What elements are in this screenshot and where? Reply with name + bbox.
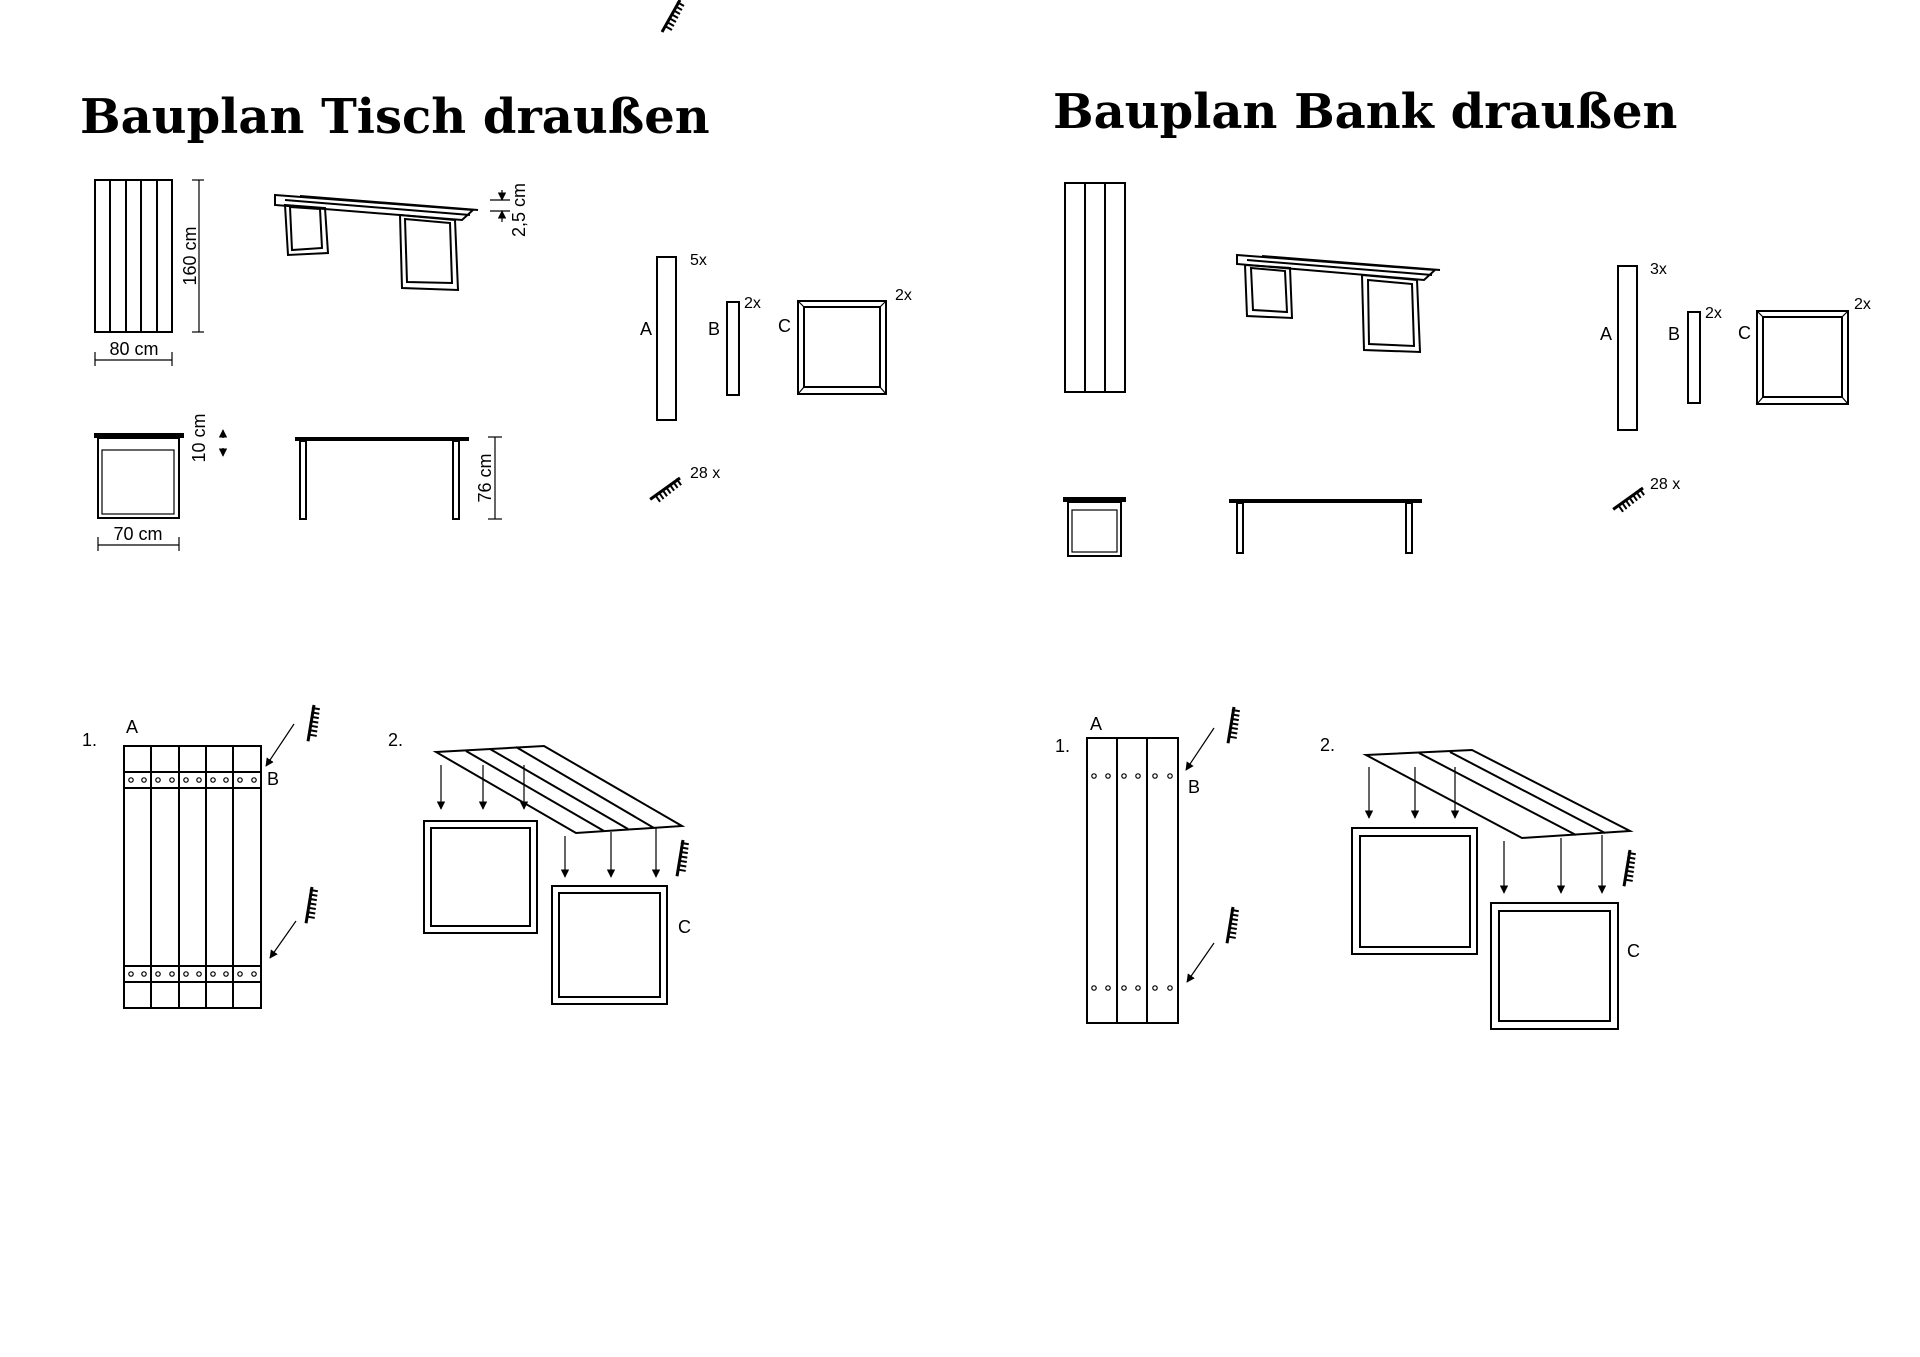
- table-depth-dim: 70 cm: [113, 524, 162, 544]
- bench-part-c-letter: C: [1738, 323, 1751, 343]
- table-parts-list: [656, 256, 887, 421]
- screw-icon: [648, 468, 686, 511]
- table-part-b-qty: 2x: [744, 295, 761, 312]
- bench-part-b-letter: B: [1668, 324, 1680, 344]
- bench-front-view: [1063, 497, 1126, 557]
- table-frame-dim: 10 cm: [189, 413, 209, 462]
- table-step1-part-a: A: [126, 717, 138, 737]
- table-part-b-letter: B: [708, 319, 720, 339]
- bench-step1-part-a: A: [1090, 714, 1102, 734]
- table-height-dim: 76 cm: [475, 453, 495, 502]
- bench-step2-number: 2.: [1320, 735, 1335, 755]
- table-step2-part-c: C: [678, 917, 691, 937]
- table-thickness-dim: 2,5 cm: [509, 183, 529, 237]
- screw-icon: [293, 884, 329, 925]
- bench-step1-number: 1.: [1055, 736, 1070, 756]
- bench-part-b-qty: 2x: [1705, 305, 1722, 322]
- bench-parts-list: [1617, 265, 1849, 431]
- table-plan-title: Bauplan Tisch draußen: [80, 89, 710, 145]
- screw-icon: [1611, 478, 1649, 521]
- screw-icon: [1214, 904, 1250, 945]
- bench-part-a-letter: A: [1600, 324, 1612, 344]
- bench-step2-part-c: C: [1627, 941, 1640, 961]
- table-step2-drawing: [423, 744, 686, 1005]
- table-step1-drawing: [123, 723, 297, 1009]
- table-perspective-view: [274, 193, 479, 292]
- table-part-a-letter: A: [640, 319, 652, 339]
- table-step1-number: 1.: [82, 730, 97, 750]
- bench-step1-part-b: B: [1188, 777, 1200, 797]
- bench-screws-qty: 28 x: [1650, 476, 1680, 493]
- table-side-view: [295, 436, 502, 520]
- bench-top-view: [1064, 182, 1126, 393]
- table-part-c-qty: 2x: [895, 287, 912, 304]
- table-front-view: [94, 429, 228, 551]
- screw-icon: [295, 702, 331, 743]
- table-width-dim: 80 cm: [109, 339, 158, 359]
- bench-part-c-qty: 2x: [1854, 296, 1871, 313]
- bench-plan-title: Bauplan Bank draußen: [1053, 84, 1677, 140]
- bench-perspective-view: [1236, 253, 1441, 354]
- table-step2-number: 2.: [388, 730, 403, 750]
- screw-icon: [660, 0, 686, 34]
- table-top-view: [94, 179, 204, 366]
- table-length-dim: 160 cm: [180, 226, 200, 285]
- table-step1-part-b: B: [267, 769, 279, 789]
- bench-step2-drawing: [1351, 748, 1634, 1030]
- bench-side-view: [1229, 499, 1422, 554]
- bench-part-a-qty: 3x: [1650, 261, 1667, 278]
- screw-icon: [1215, 704, 1251, 745]
- table-part-a-qty: 5x: [690, 252, 707, 269]
- screw-icon: [1611, 847, 1647, 888]
- table-part-c-letter: C: [778, 316, 791, 336]
- bench-step1-drawing: [1086, 727, 1215, 1024]
- table-screws-qty: 28 x: [690, 465, 720, 482]
- thickness-dim: [490, 190, 510, 222]
- screw-icon: [664, 837, 700, 878]
